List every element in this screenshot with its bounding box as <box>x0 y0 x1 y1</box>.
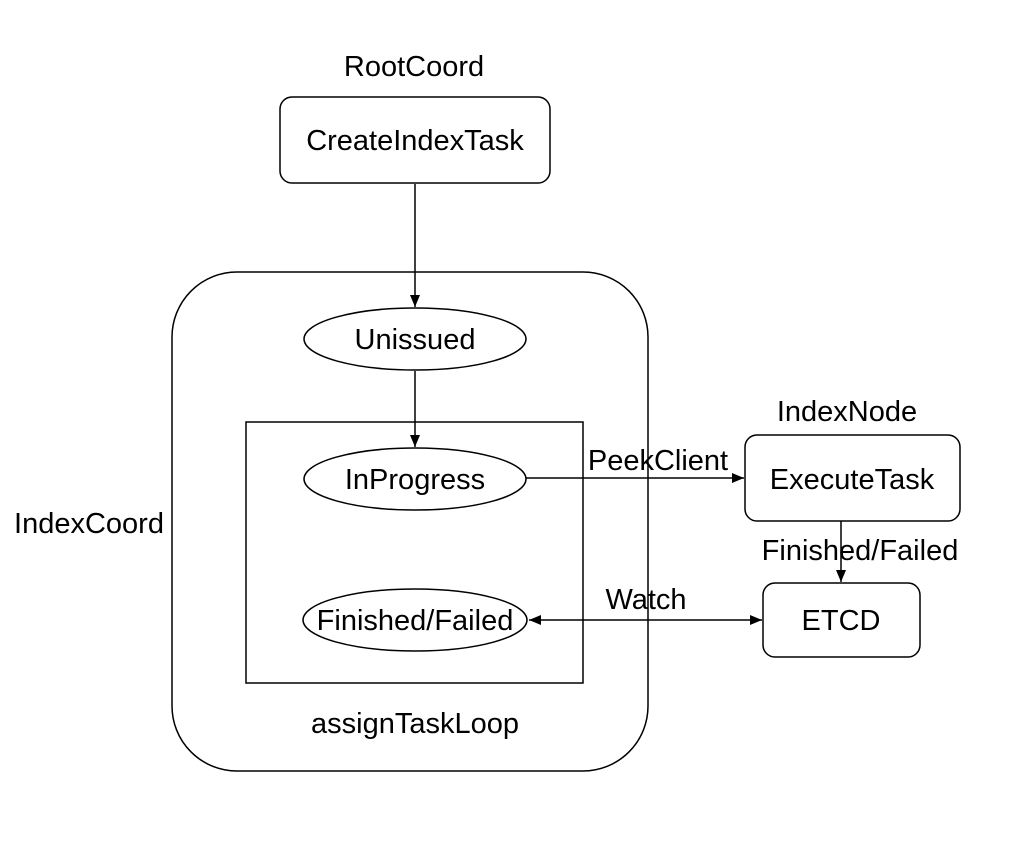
root-coord-group-label: RootCoord <box>344 51 484 83</box>
in-progress-state-ellipse <box>303 447 527 511</box>
index-coord-container <box>171 271 649 772</box>
finished-failed-state-label: Finished/Failed <box>317 605 514 637</box>
execute-task-node <box>744 434 961 522</box>
execute-task-label: ExecuteTask <box>770 464 935 496</box>
create-index-task-node <box>279 96 551 184</box>
index-node-group-label: IndexNode <box>777 396 917 428</box>
unissued-state-ellipse <box>303 307 527 371</box>
index-coord-group-label: IndexCoord <box>14 508 164 540</box>
finished-failed-edge-label: Finished/Failed <box>762 535 959 567</box>
create-index-task-label: CreateIndexTask <box>306 125 524 157</box>
assign-task-loop-label: assignTaskLoop <box>311 708 519 740</box>
etcd-node <box>762 582 921 658</box>
unissued-state-label: Unissued <box>355 324 476 356</box>
peek-client-edge-label: PeekClient <box>588 445 728 477</box>
etcd-label: ETCD <box>802 605 881 637</box>
in-progress-state-label: InProgress <box>345 464 485 496</box>
finished-failed-state-ellipse <box>302 588 528 652</box>
watch-edge-label: Watch <box>605 584 686 616</box>
